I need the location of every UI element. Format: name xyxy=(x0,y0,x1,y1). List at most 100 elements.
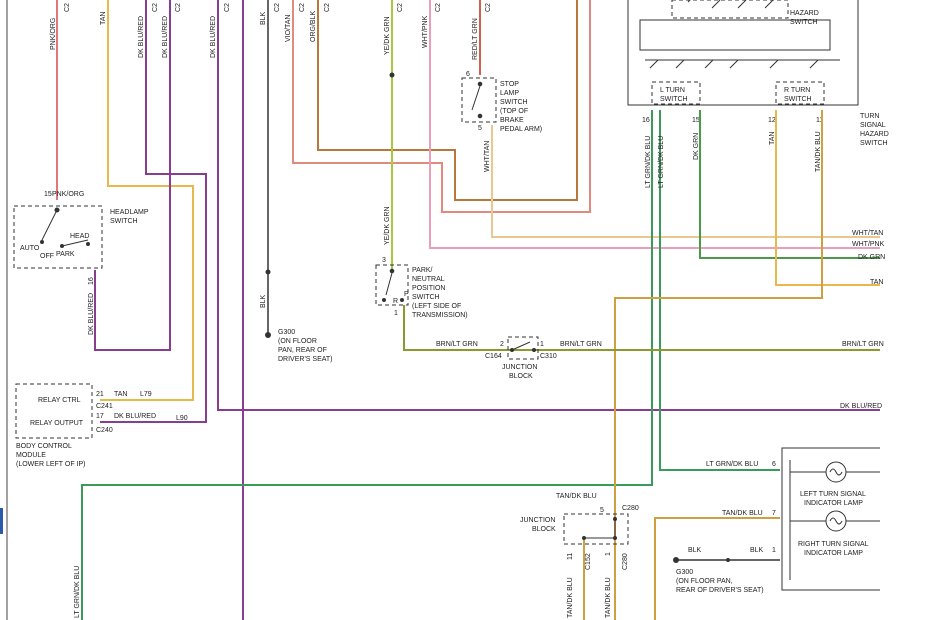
wire-label-ltgrn-dkblu-1: LT GRN/DK BLU xyxy=(645,136,652,188)
r-turn-label-1: R TURN xyxy=(784,87,810,94)
indicator-cluster-outline xyxy=(781,447,880,591)
turn-signal-side-3: HAZARD xyxy=(860,131,889,138)
jb2-pin-top: 5 xyxy=(600,507,604,514)
jb2-conn-bottom-2: C280 xyxy=(622,553,629,570)
hazard-contacts xyxy=(645,0,840,69)
park-neutral-contacts xyxy=(382,268,404,302)
right-indicator-name-2: INDICATOR LAMP xyxy=(804,550,863,557)
bcm-pin-ctrl: 21 xyxy=(96,391,104,398)
wire-tan xyxy=(100,0,194,401)
left-turn-lamp-filament-icon xyxy=(829,468,843,476)
bcm-circuit-ctrl: L79 xyxy=(140,391,152,398)
top-conn-9: C2 xyxy=(435,3,442,12)
left-indicator-name-2: INDICATOR LAMP xyxy=(804,500,863,507)
jb1-name-1: JUNCTION xyxy=(502,364,537,371)
l-turn-switch-box xyxy=(651,81,701,105)
stop-lamp-wire-out: WHT/TAN xyxy=(484,141,491,172)
jb2-conn-bottom-1: C152 xyxy=(585,553,592,570)
top-conn-4: C2 xyxy=(224,3,231,12)
bcm-relay-output: RELAY OUTPUT xyxy=(30,420,84,427)
jb2-name-1: JUNCTION xyxy=(520,517,555,524)
bcm-name-1: BODY CONTROL xyxy=(16,443,72,450)
wire-dkgrn xyxy=(699,110,880,259)
top-label-dkblu-1: DK BLU/RED xyxy=(138,16,145,58)
junction-block-1-contacts xyxy=(510,341,536,352)
headlamp-out-wire: DK BLU/RED xyxy=(88,293,95,335)
indicator-ground-desc-1: (ON FLOOR PAN, xyxy=(676,578,733,585)
wire-label-dkgrn: DK GRN xyxy=(693,133,700,160)
bcm-wire-ctrl: TAN xyxy=(114,391,127,398)
park-neutral-r: R xyxy=(393,298,398,305)
hazard-switch-outline xyxy=(627,0,859,106)
top-conn-1: C2 xyxy=(64,3,71,12)
stop-lamp-name-2: LAMP xyxy=(500,90,519,97)
top-label-tan: TAN xyxy=(100,12,107,25)
wire-brn-ltgrn xyxy=(403,305,880,351)
right-label-dkblu-red: DK BLU/RED xyxy=(840,403,882,410)
top-conn-3: C2 xyxy=(175,3,182,12)
g300-wire-label: BLK xyxy=(260,294,267,308)
bcm-circuit-out: L90 xyxy=(176,415,188,422)
wire-label-tan-dkblu-h: TAN/DK BLU xyxy=(815,131,822,172)
g300-desc-2: PAN, REAR OF xyxy=(278,347,327,354)
right-indicator-pin: 7 xyxy=(772,510,776,517)
park-neutral-name-3: POSITION xyxy=(412,285,445,292)
wire-dkblu-1 xyxy=(100,0,207,423)
top-label-ye-dkgrn: YE/DK GRN xyxy=(384,16,391,55)
hazard-pin-16: 16 xyxy=(642,117,650,124)
indicator-ground-icon xyxy=(673,557,679,563)
wire-ltgrn-dkblu-b xyxy=(659,110,780,471)
left-indicator-pin: 6 xyxy=(772,461,776,468)
r-turn-label-2: SWITCH xyxy=(784,96,812,103)
indicator-ground-desc-2: REAR OF DRIVER'S SEAT) xyxy=(676,587,764,594)
jb2-wire-bottom-1: TAN/DK BLU xyxy=(567,577,574,618)
junction-block-2-contacts xyxy=(582,517,617,540)
wire-vio-tan xyxy=(292,0,591,213)
top-label-blk: BLK xyxy=(260,11,267,25)
wire-label-tan-h: TAN xyxy=(769,132,776,145)
right-indicator-name-1: RIGHT TURN SIGNAL xyxy=(798,541,869,548)
top-label-org-blk: ORG/BLK xyxy=(310,11,317,42)
wire-tan-right xyxy=(775,110,880,286)
indicator-ground-wire-label-2: BLK xyxy=(750,547,764,554)
park-neutral-name-2: NEUTRAL xyxy=(412,276,445,283)
right-label-dk-grn: DK GRN xyxy=(858,254,885,261)
headlamp-switch-box xyxy=(13,205,103,269)
park-neutral-pin-3: 3 xyxy=(382,257,386,264)
headlamp-auto: AUTO xyxy=(20,245,40,252)
splice-dot xyxy=(389,72,395,78)
right-indicator-wire: TAN/DK BLU xyxy=(722,510,763,517)
wire-label-ltgrn-dkblu-2: LT GRN/DK BLU xyxy=(658,136,665,188)
top-conn-7: C2 xyxy=(324,3,331,12)
right-turn-lamp-filament-icon xyxy=(829,517,843,525)
jb2-wire-in: TAN/DK BLU xyxy=(556,493,597,500)
headlamp-contacts xyxy=(40,207,90,248)
stop-lamp-name-3: SWITCH xyxy=(500,99,528,106)
wire-wht-tan xyxy=(491,125,880,238)
stop-lamp-name-6: PEDAL ARM) xyxy=(500,126,542,133)
top-conn-5: C2 xyxy=(274,3,281,12)
stop-lamp-box xyxy=(461,77,497,123)
hazard-pin-12: 12 xyxy=(768,117,776,124)
jb1-left-wire: BRN/LT GRN xyxy=(436,341,478,348)
right-label-wht-tan: WHT/TAN xyxy=(852,230,883,237)
wire-org-blk xyxy=(317,0,578,201)
park-neutral-pin-1: 1 xyxy=(394,310,398,317)
jb1-pin-right: 1 xyxy=(540,341,544,348)
jb2-conn-top: C280 xyxy=(622,505,639,512)
jb2-pin-bottom-2: 1 xyxy=(605,552,612,556)
g300-ground-icon xyxy=(265,332,271,338)
bcm-pin-out: 17 xyxy=(96,413,104,420)
bcm-box xyxy=(15,383,93,439)
headlamp-park: PARK xyxy=(56,251,75,258)
junction-block-1-box xyxy=(507,336,539,360)
hazard-switch-label-1: HAZARD xyxy=(790,10,819,17)
jb2-name-2: BLOCK xyxy=(532,526,556,533)
wire-tan-dkblu-lamp xyxy=(654,517,780,620)
top-label-wht-pnk: WHT/PNK xyxy=(422,15,429,48)
bcm-relay-ctrl: RELAY CTRL xyxy=(38,397,81,404)
wire-dkblu-2 xyxy=(94,0,171,351)
top-conn-6: C2 xyxy=(299,3,306,12)
park-neutral-wire-in: YE/DK GRN xyxy=(384,206,391,245)
top-conn-8: C2 xyxy=(397,3,404,12)
